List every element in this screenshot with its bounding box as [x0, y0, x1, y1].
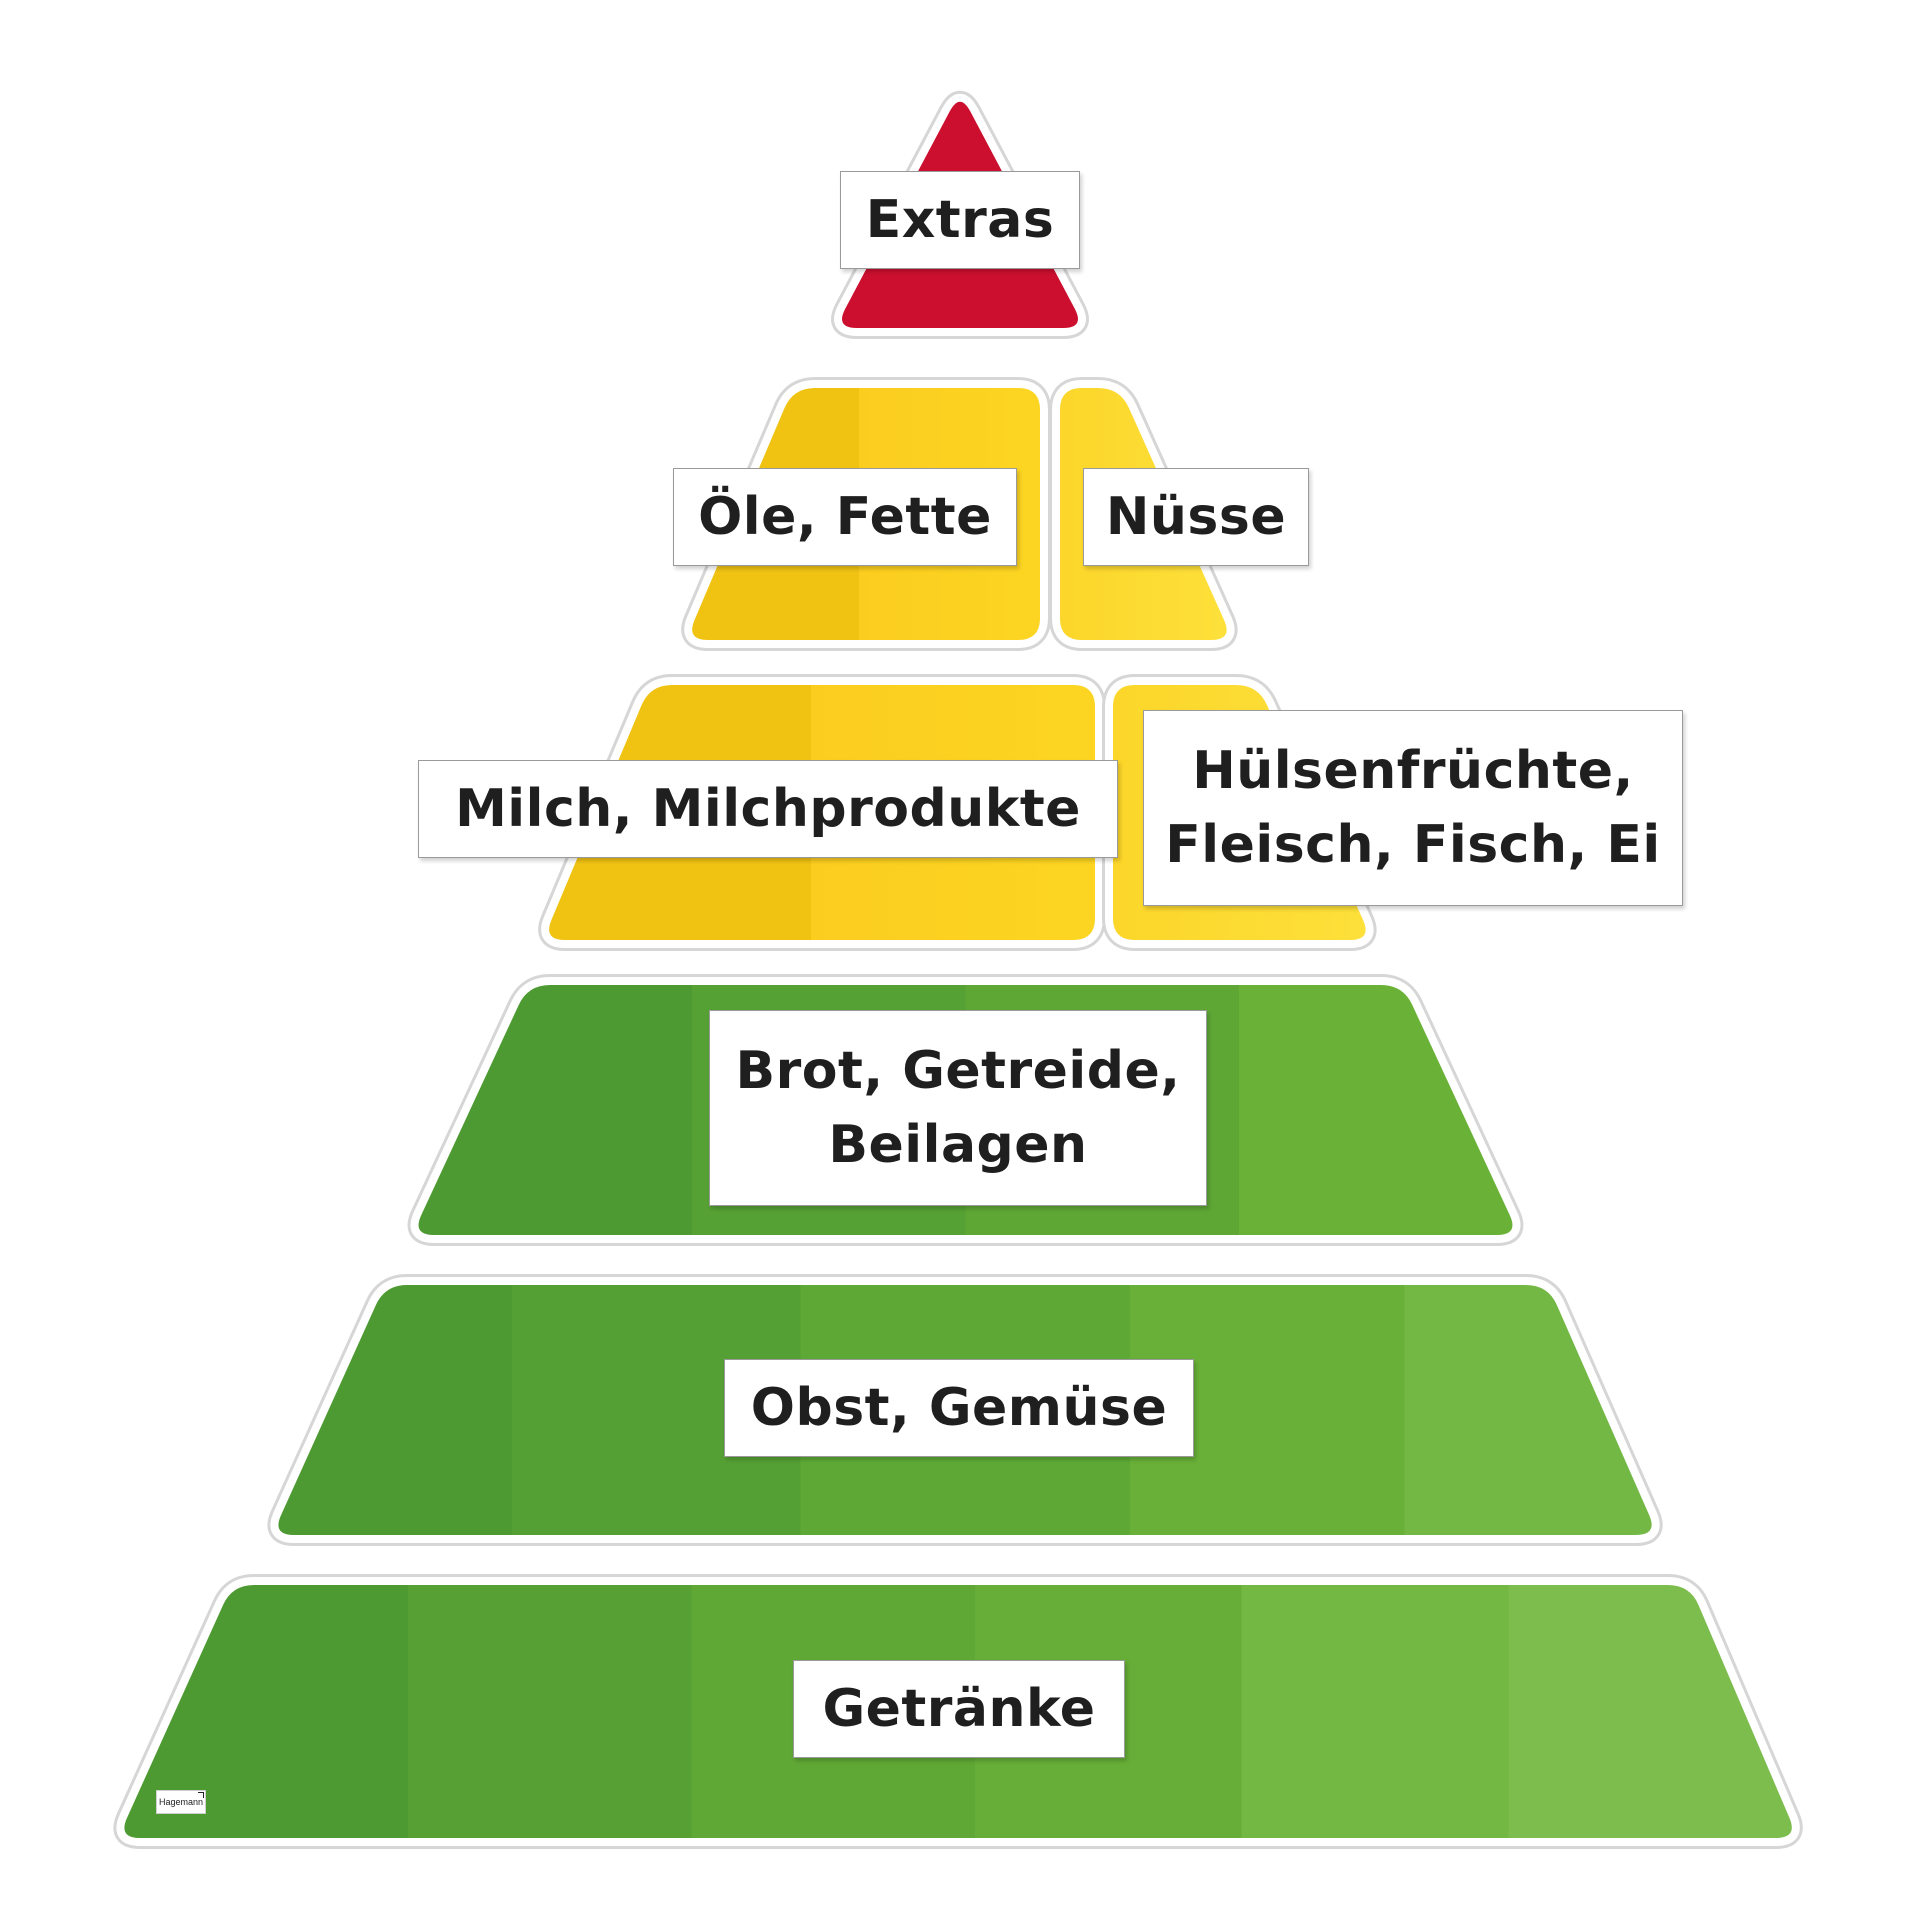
label-brot: Brot, Getreide, Beilagen: [709, 1010, 1207, 1206]
label-obst: Obst, Gemüse: [724, 1359, 1194, 1457]
logo-corner-mark: [198, 1792, 204, 1798]
label-extras: Extras: [840, 171, 1080, 269]
label-oele-fette: Öle, Fette: [673, 468, 1017, 566]
label-milch: Milch, Milchprodukte: [418, 760, 1118, 858]
label-nuesse: Nüsse: [1083, 468, 1309, 566]
label-huelsenfruechte: Hülsenfrüchte, Fleisch, Fisch, Ei: [1143, 710, 1683, 906]
label-getraenke: Getränke: [793, 1660, 1125, 1758]
publisher-logo: Hagemann: [156, 1790, 206, 1814]
